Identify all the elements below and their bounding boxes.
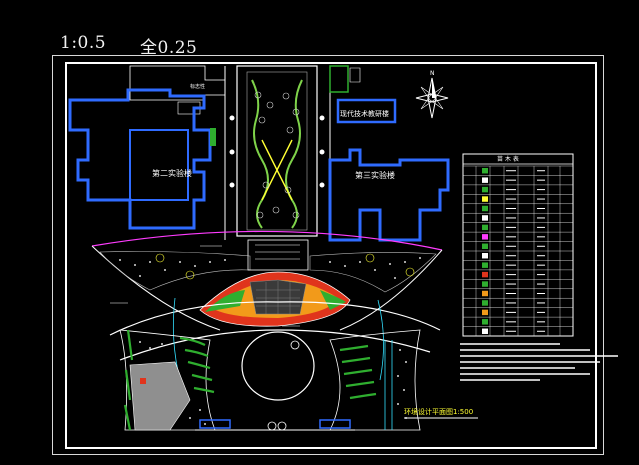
design-notes	[460, 343, 618, 381]
legend-swatch	[482, 186, 488, 193]
legend-text-mark	[537, 264, 545, 266]
legend-text-mark	[506, 236, 516, 238]
legend-text-mark	[537, 198, 545, 200]
lower-left-planting	[119, 329, 216, 431]
left-building-label: 第二实验楼	[152, 168, 192, 178]
legend-text-mark	[506, 179, 516, 181]
legend-swatch	[482, 168, 488, 174]
scale-label-a: 1:0.5	[60, 33, 107, 53]
legend-text-mark	[537, 189, 545, 191]
legend-text-mark	[537, 226, 545, 228]
legend-swatch	[482, 271, 488, 278]
legend-swatch	[482, 177, 488, 183]
legend-text-mark	[537, 302, 545, 304]
legend-swatch	[482, 196, 488, 202]
right-building: 第三实验楼	[328, 148, 450, 242]
svg-text:标志性: 标志性	[190, 83, 205, 90]
legend-text-mark	[537, 255, 545, 257]
legend-swatch	[482, 205, 488, 212]
scale-label-b: 全0.25	[140, 38, 198, 58]
central-oval-plaza	[199, 239, 351, 327]
legend-text-mark	[506, 321, 516, 323]
legend-swatch	[482, 319, 488, 325]
legend-text-mark	[506, 264, 516, 266]
top-right-building-label: 现代技术教研楼	[340, 109, 389, 118]
legend-text-mark	[506, 217, 516, 219]
legend-text-mark	[537, 293, 545, 294]
legend-swatch	[482, 234, 488, 240]
legend-text-mark	[506, 274, 516, 276]
legend-text-mark	[537, 179, 545, 181]
legend-text-mark	[506, 302, 516, 304]
legend-text-mark	[537, 330, 545, 332]
legend-text-mark	[506, 293, 516, 294]
legend-swatch	[482, 281, 488, 287]
legend-text-mark	[506, 245, 516, 247]
legend-text-mark	[537, 170, 545, 172]
central-boulevard	[224, 65, 331, 240]
legend-text-mark	[506, 226, 516, 228]
legend-text-mark	[537, 208, 545, 209]
legend-text-mark	[537, 236, 545, 238]
legend-swatch	[482, 309, 488, 316]
legend-text-mark	[537, 217, 545, 219]
legend-text-mark	[506, 311, 516, 313]
crescent-plaza	[91, 230, 443, 331]
left-building: 第二实验楼	[68, 88, 216, 230]
legend-text-mark	[506, 189, 516, 191]
svg-text:N: N	[430, 70, 435, 77]
legend-text-mark	[537, 274, 545, 276]
legend-text-mark	[537, 311, 545, 313]
legend-text-mark	[506, 255, 516, 257]
legend-swatch	[482, 253, 488, 259]
legend-text-mark	[506, 198, 516, 200]
legend-swatch	[482, 224, 488, 231]
south-entrance	[195, 419, 355, 431]
legend-text-mark	[506, 283, 516, 285]
legend-title: 苗 木 表	[497, 155, 519, 163]
legend-swatch	[482, 262, 488, 268]
legend-text-mark	[537, 245, 545, 247]
legend-swatch	[482, 300, 488, 306]
legend-swatch	[482, 328, 488, 334]
legend-text-mark	[506, 208, 516, 209]
drawing-inner-frame	[65, 62, 597, 449]
lower-right-planting	[329, 329, 421, 431]
annotation-leaders	[110, 245, 300, 327]
legend-text-mark	[537, 321, 545, 323]
legend-swatch	[482, 290, 488, 297]
legend-text-mark	[506, 330, 516, 332]
plan-title: 环境设计平面图1:500	[404, 407, 473, 416]
plant-legend-table: 苗 木 表	[462, 153, 574, 337]
drawing-outer-frame	[52, 55, 604, 455]
legend-swatch	[482, 215, 488, 221]
right-building-label: 第三实验楼	[355, 170, 395, 180]
legend-text-mark	[506, 170, 516, 172]
compass-rose-icon: N	[415, 70, 449, 119]
top-right-building: 现代技术教研楼	[329, 65, 397, 124]
plan-title-block: 环境设计平面图1:500	[404, 407, 478, 419]
legend-text-mark	[537, 283, 545, 285]
roundabout-road	[109, 297, 441, 401]
legend-swatch	[482, 243, 488, 249]
